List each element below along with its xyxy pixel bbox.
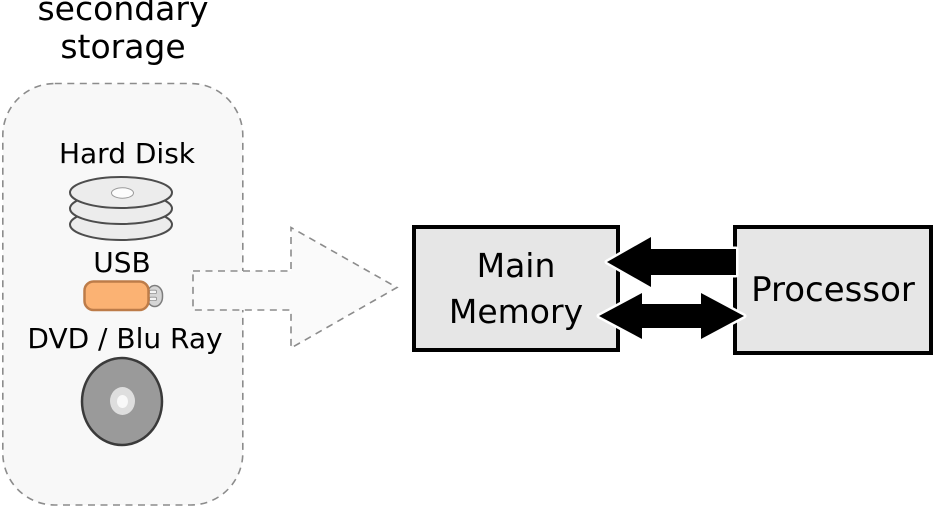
diagram-title: secondary storage: [37, 0, 209, 66]
processor-label: Processor: [751, 270, 915, 310]
main-memory-label: Main Memory: [448, 245, 584, 331]
main-memory-node: [412, 225, 620, 352]
memory-processor-bidirectional-arrow: [596, 290, 747, 342]
usb-drive-icon: [83, 280, 164, 312]
hard-disk-icon: [69, 176, 173, 241]
processor-to-memory-arrow: [604, 234, 739, 290]
hard-disk-label: Hard Disk: [58, 137, 196, 170]
processor-node: [733, 225, 933, 355]
usb-label: USB: [93, 246, 151, 279]
dvd-blu-ray-label: DVD / Blu Ray: [27, 322, 223, 355]
optical-disc-icon: [80, 356, 164, 447]
secondary-to-memory-arrow: [192, 226, 399, 350]
